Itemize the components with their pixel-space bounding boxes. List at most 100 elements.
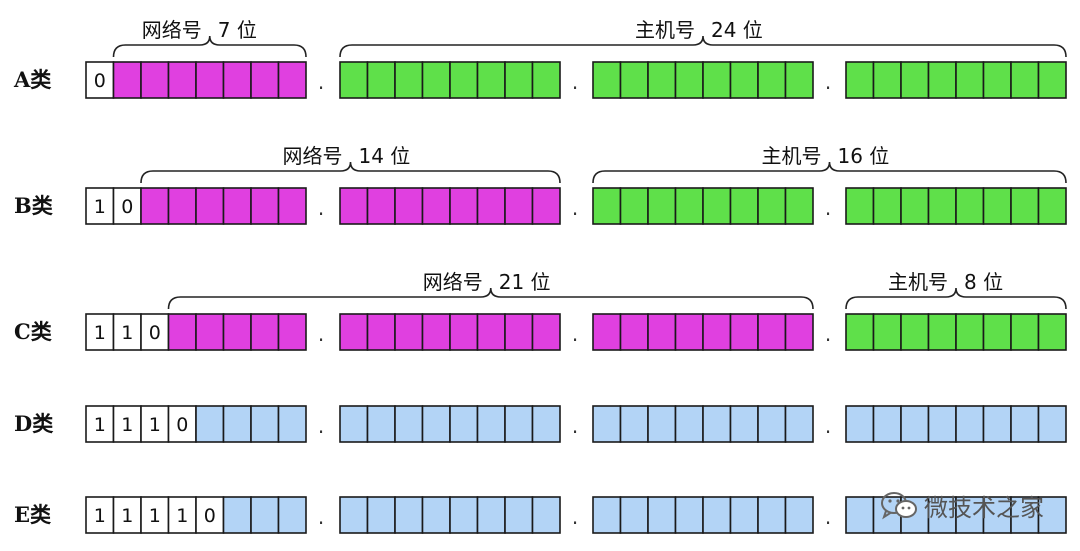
host-bit-cell — [592, 187, 622, 225]
class-label: E类 — [14, 502, 52, 527]
reserved-bit-cell — [784, 405, 814, 443]
network-bit-cell — [702, 313, 732, 351]
octet-separator: . — [825, 196, 831, 220]
lead-bit-value: 0 — [204, 505, 216, 527]
network-bit-cell — [167, 187, 197, 225]
reserved-bit-cell — [674, 496, 704, 534]
reserved-bit-cell — [449, 496, 479, 534]
reserved-bit-cell — [222, 496, 252, 534]
reserved-bit-cell — [366, 496, 396, 534]
octet-separator: . — [318, 414, 324, 438]
bit-range-brace — [140, 161, 561, 184]
octet-separator: . — [825, 505, 831, 529]
host-bit-cell — [1010, 313, 1040, 351]
host-bit-cell — [757, 187, 787, 225]
host-bit-cell — [476, 61, 506, 99]
network-bit-cell — [476, 313, 506, 351]
host-bit-cell — [982, 313, 1012, 351]
octet-separator: . — [572, 196, 578, 220]
lead-bit-value: 1 — [94, 322, 106, 344]
host-bit-cell — [449, 61, 479, 99]
host-bit-cell — [872, 313, 902, 351]
brace-label-bits: 7 位 — [218, 18, 257, 42]
network-bit-cell — [277, 61, 307, 99]
network-bit-cell — [277, 187, 307, 225]
octet-separator: . — [572, 70, 578, 94]
bit-range-brace — [845, 287, 1067, 310]
network-bit-cell — [250, 61, 280, 99]
brace-label-bits: 24 位 — [711, 18, 763, 42]
network-bit-cell — [729, 313, 759, 351]
reserved-bit-cell — [845, 496, 875, 534]
network-bit-cell — [449, 313, 479, 351]
network-bit-cell — [592, 313, 622, 351]
reserved-bit-cell — [702, 496, 732, 534]
reserved-bit-cell — [394, 405, 424, 443]
reserved-bit-cell — [531, 405, 561, 443]
host-bit-cell — [394, 61, 424, 99]
octet-separator: . — [825, 322, 831, 346]
host-bit-cell — [647, 61, 677, 99]
reserved-bit-cell — [222, 405, 252, 443]
host-bit-cell — [900, 187, 930, 225]
network-bit-cell — [619, 313, 649, 351]
reserved-bit-cell — [674, 405, 704, 443]
reserved-bit-cell — [250, 405, 280, 443]
network-bit-cell — [167, 313, 197, 351]
reserved-bit-cell — [955, 496, 985, 534]
octet-separator: . — [318, 322, 324, 346]
network-bit-cell — [476, 187, 506, 225]
reserved-bit-cell — [619, 496, 649, 534]
octet-separator: . — [572, 505, 578, 529]
network-bit-cell — [757, 313, 787, 351]
reserved-bit-cell — [927, 496, 957, 534]
lead-bit-cell — [112, 187, 142, 225]
brace-label-bits: 16 位 — [838, 144, 890, 168]
host-bit-cell — [872, 187, 902, 225]
reserved-bit-cell — [531, 496, 561, 534]
network-bit-cell — [394, 313, 424, 351]
brace-label-field: 网络号 — [283, 144, 343, 168]
octet-separator: . — [572, 322, 578, 346]
network-bit-cell — [449, 187, 479, 225]
host-bit-cell — [900, 61, 930, 99]
bit-range-brace — [167, 287, 814, 310]
brace-label-bits: 14 位 — [359, 144, 411, 168]
reserved-bit-cell — [982, 405, 1012, 443]
reserved-bit-cell — [647, 405, 677, 443]
host-bit-cell — [1010, 61, 1040, 99]
host-bit-cell — [702, 61, 732, 99]
reserved-bit-cell — [277, 405, 307, 443]
host-bit-cell — [729, 187, 759, 225]
network-bit-cell — [531, 313, 561, 351]
network-bit-cell — [140, 187, 170, 225]
octet-separator: . — [825, 70, 831, 94]
reserved-bit-cell — [729, 496, 759, 534]
network-bit-cell — [394, 187, 424, 225]
reserved-bit-cell — [729, 405, 759, 443]
host-bit-cell — [592, 61, 622, 99]
network-bit-cell — [167, 61, 197, 99]
brace-label-field: 主机号 — [762, 144, 822, 168]
reserved-bit-cell — [702, 405, 732, 443]
reserved-bit-cell — [619, 405, 649, 443]
lead-bit-value: 1 — [121, 414, 133, 436]
reserved-bit-cell — [592, 496, 622, 534]
reserved-bit-cell — [1037, 405, 1067, 443]
lead-bit-value: 1 — [121, 505, 133, 527]
host-bit-cell — [927, 61, 957, 99]
lead-bit-value: 1 — [176, 505, 188, 527]
reserved-bit-cell — [955, 405, 985, 443]
lead-bit-value: 1 — [121, 322, 133, 344]
host-bit-cell — [1037, 187, 1067, 225]
watermark: 微技术之家 — [880, 488, 1044, 523]
reserved-bit-cell — [449, 405, 479, 443]
octet-separator: . — [572, 414, 578, 438]
class-label: A类 — [13, 67, 52, 92]
host-bit-cell — [729, 61, 759, 99]
network-bit-cell — [674, 313, 704, 351]
lead-bit-value: 0 — [121, 196, 133, 218]
lead-bit-value: 1 — [149, 414, 161, 436]
